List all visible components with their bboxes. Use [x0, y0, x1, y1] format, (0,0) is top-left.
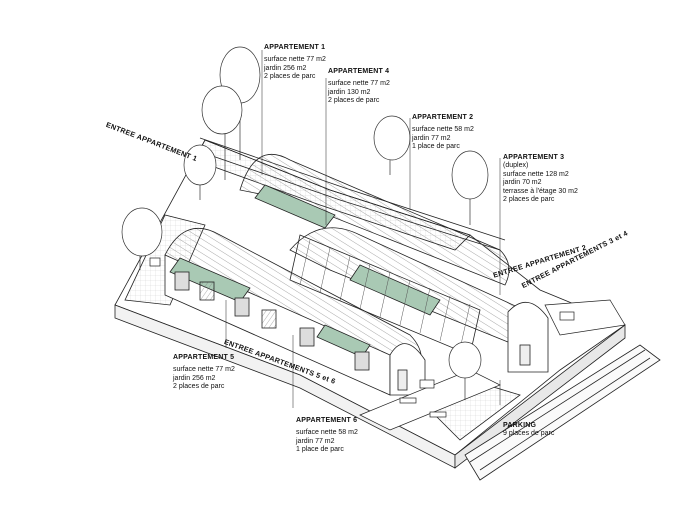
tree	[451, 150, 489, 225]
door-apt3	[519, 344, 531, 366]
tree	[121, 207, 163, 270]
parking-area	[464, 344, 661, 481]
door-apt6	[397, 369, 408, 391]
label-line: jardin 77 m2	[412, 134, 451, 142]
window	[234, 297, 250, 317]
label-line: 2 places de parc	[173, 383, 225, 391]
window	[174, 271, 190, 291]
label-line: jardin 130 m2	[328, 88, 371, 96]
bench	[399, 397, 417, 404]
label-line: 1 place de parc	[412, 143, 460, 151]
label-title: PARKING	[503, 422, 537, 429]
label-parking: PARKING 9 places de parc	[503, 422, 554, 439]
solar-panel-1	[254, 184, 336, 229]
label-title: APPARTEMENT 2	[412, 114, 474, 121]
building-back	[239, 153, 549, 373]
label-line: 1 place de parc	[296, 446, 344, 454]
label-line: jardin 70 m2	[503, 179, 542, 187]
label-title: APPARTEMENT 6	[296, 417, 358, 424]
parking-line	[469, 349, 646, 463]
label-line: surface nette 58 m2	[412, 126, 474, 134]
label-line: surface nette 77 m2	[328, 80, 390, 88]
trees	[121, 46, 489, 400]
tree	[183, 144, 217, 200]
tree	[373, 115, 411, 175]
label-line: surface nette 128 m2	[503, 170, 569, 178]
window	[261, 309, 277, 329]
label-line: 2 places de parc	[328, 97, 380, 105]
tree	[201, 85, 243, 180]
window	[354, 351, 370, 371]
window	[299, 327, 315, 347]
parking-line	[479, 357, 651, 471]
label-line: 2 places de parc	[264, 73, 316, 81]
solar-panel-2	[349, 264, 441, 316]
building-front	[164, 227, 426, 396]
bench	[429, 411, 447, 418]
label-appartement-3: APPARTEMENT 3 (duplex) surface nette 128…	[503, 154, 578, 204]
label-line: (duplex)	[503, 162, 529, 170]
label-line: surface nette 58 m2	[296, 429, 358, 437]
label-title: APPARTEMENT 5	[173, 354, 235, 361]
platform-side-right	[454, 324, 626, 469]
label-appartement-1: APPARTEMENT 1 surface nette 77 m2 jardin…	[264, 44, 326, 82]
barrel-roof-1	[239, 153, 510, 286]
label-line: surface nette 77 m2	[264, 56, 326, 64]
label-appartement-2: APPARTEMENT 2 surface nette 58 m2 jardin…	[412, 114, 474, 152]
table	[149, 257, 161, 267]
label-appartement-6: APPARTEMENT 6 surface nette 58 m2 jardin…	[296, 417, 358, 455]
label-appartement-4: APPARTEMENT 4 surface nette 77 m2 jardin…	[328, 68, 390, 106]
tree	[448, 341, 482, 400]
label-line: jardin 256 m2	[264, 64, 307, 72]
label-line: 2 places de parc	[503, 196, 555, 204]
window	[199, 281, 215, 301]
terrace-apt3	[544, 299, 626, 336]
label-line: jardin 77 m2	[296, 437, 335, 445]
gable-apt3	[507, 302, 549, 373]
label-line: terrasse à l'étage 30 m2	[503, 187, 578, 195]
pergola-slats	[299, 239, 471, 350]
table	[419, 379, 435, 389]
label-title: APPARTEMENT 3	[503, 154, 565, 161]
label-title: APPARTEMENT 1	[264, 44, 326, 51]
leader-lines	[225, 50, 501, 408]
label-line: jardin 256 m2	[173, 374, 216, 382]
label-line: surface nette 77 m2	[173, 366, 235, 374]
table	[559, 311, 575, 321]
label-line: 9 places de parc	[503, 430, 555, 438]
label-title: APPARTEMENT 4	[328, 68, 390, 75]
label-appartement-5: APPARTEMENT 5 surface nette 77 m2 jardin…	[173, 354, 235, 392]
